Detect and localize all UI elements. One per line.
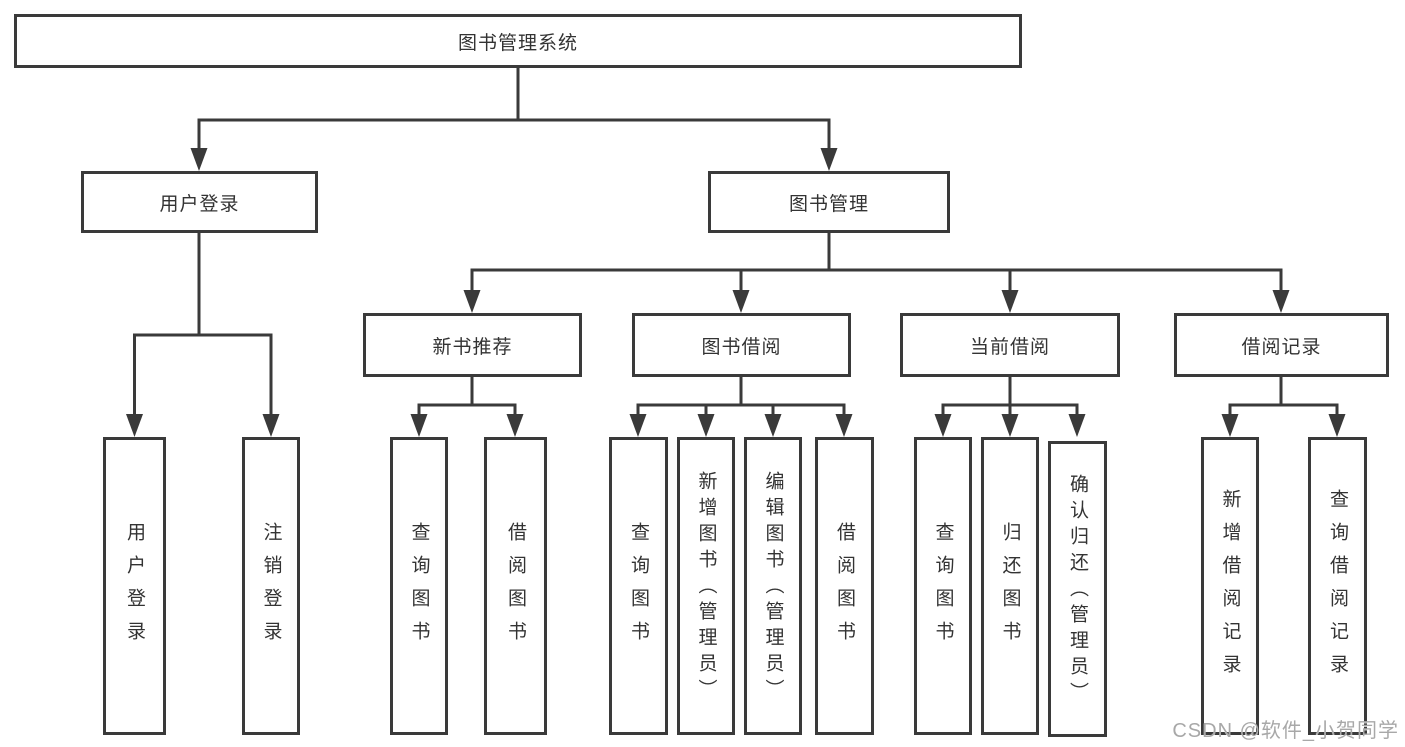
leaf-confirm-return-admin: 确认归还（管理员） bbox=[1048, 441, 1107, 737]
leaf-edit-book-admin: 编辑图书（管理员） bbox=[744, 437, 802, 735]
leaf-query-book-2: 查询图书 bbox=[609, 437, 668, 735]
leaf-query-borrow-record: 查询借阅记录 bbox=[1308, 437, 1367, 735]
node-borrow-record: 借阅记录 bbox=[1174, 313, 1389, 377]
node-library-system: 图书管理系统 bbox=[14, 14, 1022, 68]
node-new-book-recommend: 新书推荐 bbox=[363, 313, 582, 377]
leaf-logout: 注销登录 bbox=[242, 437, 300, 735]
leaf-user-login: 用户登录 bbox=[103, 437, 166, 735]
leaf-query-book-1: 查询图书 bbox=[390, 437, 448, 735]
node-user-login-branch: 用户登录 bbox=[81, 171, 318, 233]
leaf-query-book-3: 查询图书 bbox=[914, 437, 972, 735]
leaf-add-borrow-record: 新增借阅记录 bbox=[1201, 437, 1259, 735]
node-current-borrow: 当前借阅 bbox=[900, 313, 1120, 377]
watermark: CSDN @软件_小贺同学 bbox=[1172, 720, 1399, 742]
node-book-management: 图书管理 bbox=[708, 171, 950, 233]
node-book-borrow: 图书借阅 bbox=[632, 313, 851, 377]
leaf-borrow-book-2: 借阅图书 bbox=[815, 437, 874, 735]
leaf-add-book-admin: 新增图书（管理员） bbox=[677, 437, 735, 735]
leaf-borrow-book-1: 借阅图书 bbox=[484, 437, 547, 735]
leaf-return-book: 归还图书 bbox=[981, 437, 1039, 735]
